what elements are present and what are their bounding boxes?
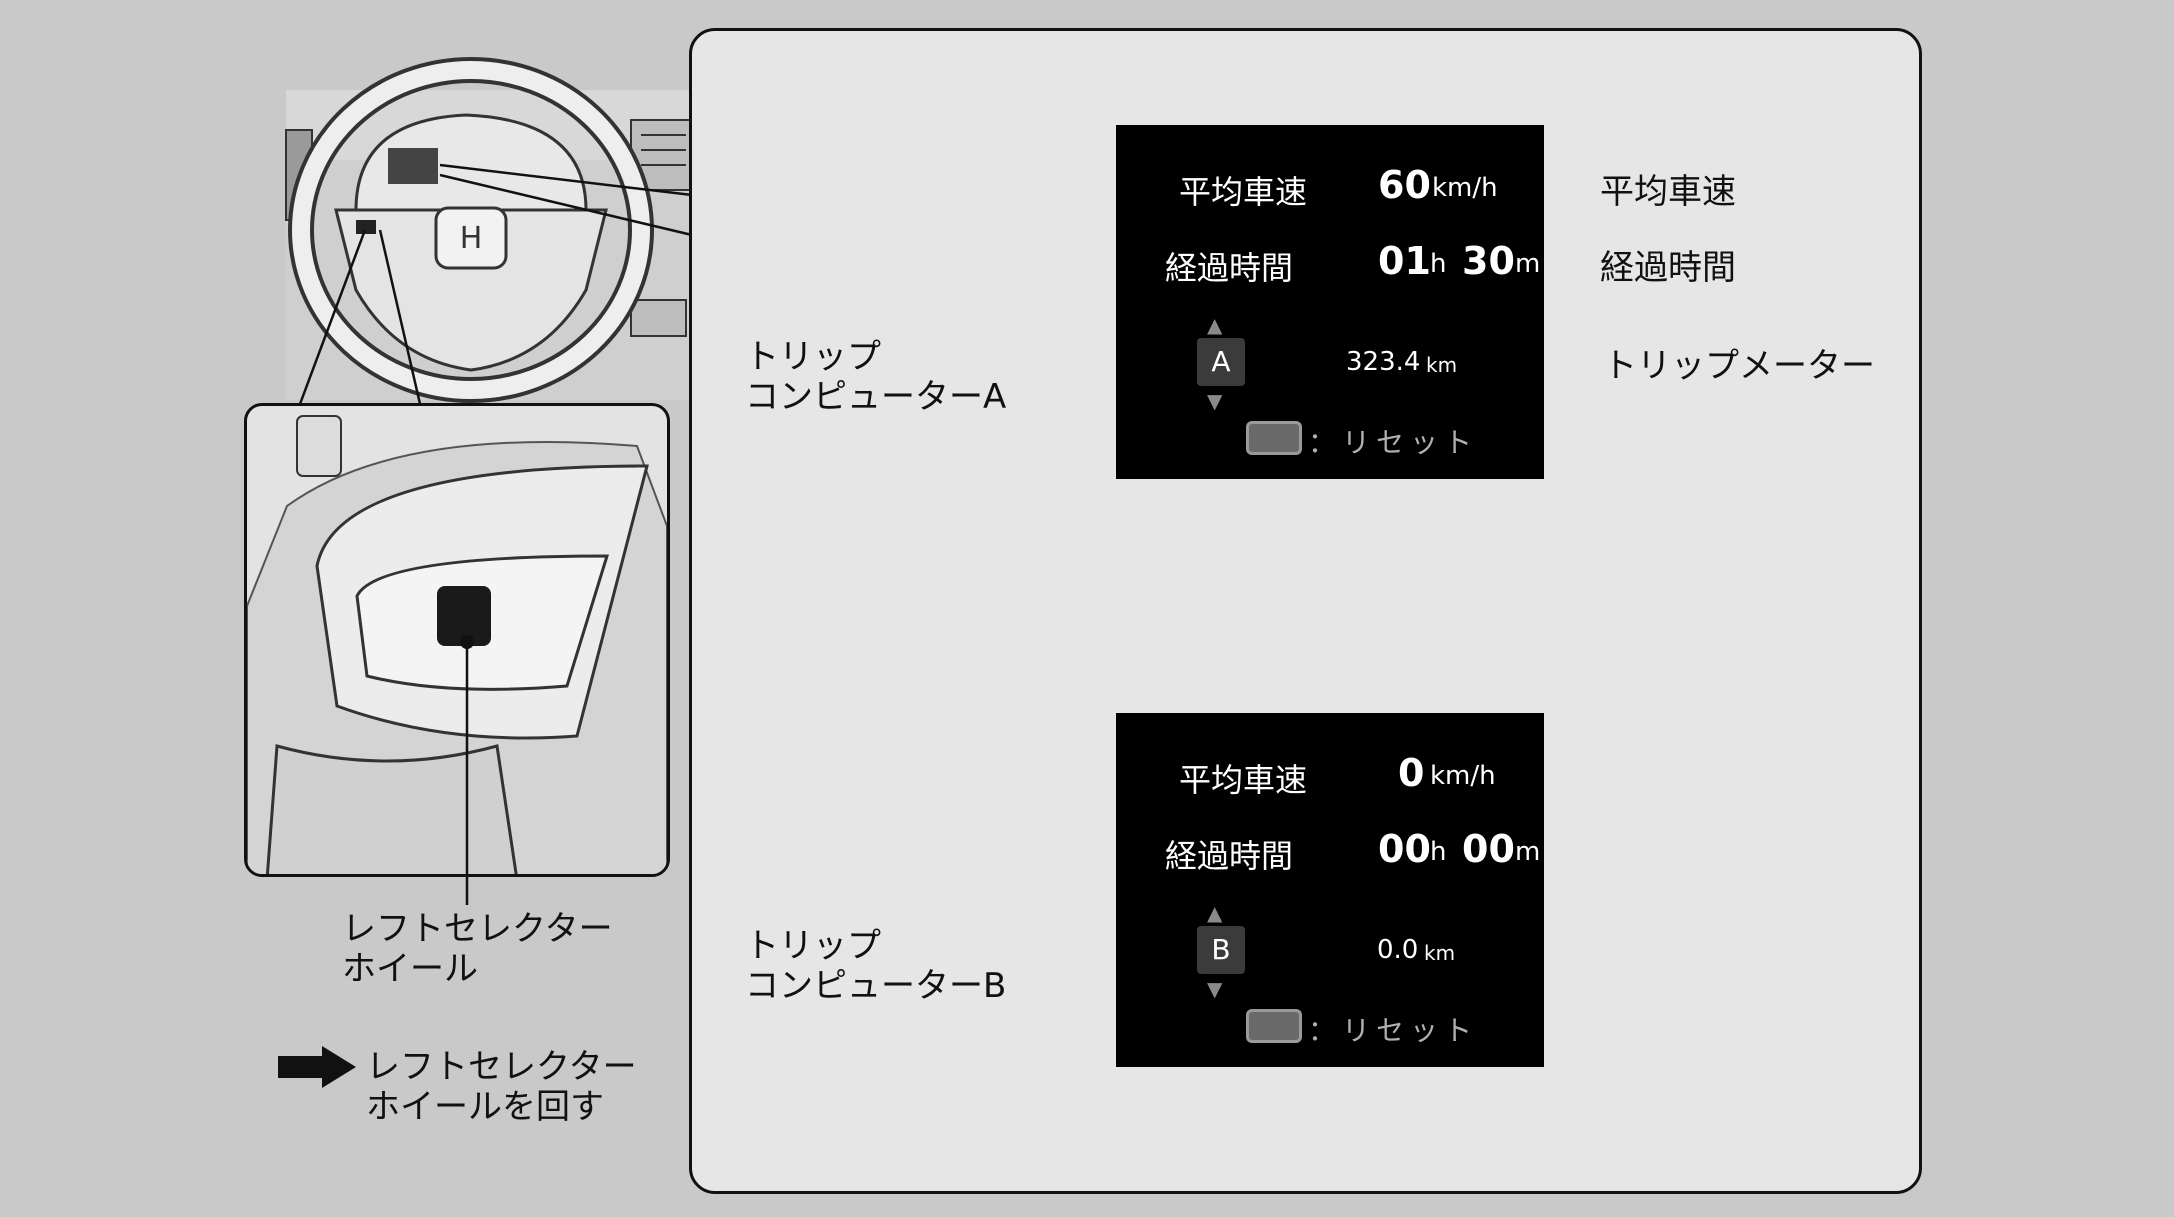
down-triangle-icon: ▼ bbox=[1207, 389, 1223, 413]
avg-speed-callout: 平均車速 bbox=[1600, 172, 1736, 212]
trip-computer-screen-a: 平均車速 60 km/h 経過時間 01 h 30 m ▲ A ▼ 323.4 … bbox=[1116, 125, 1544, 479]
elapsed-hours: 01 bbox=[1378, 239, 1431, 283]
steering-spoke-drawing bbox=[247, 415, 667, 874]
selector-wheel-zoom bbox=[244, 403, 670, 877]
trip-computer-b-label: トリップ コンピューターB bbox=[745, 926, 1007, 1006]
trip-badge: B bbox=[1197, 926, 1245, 974]
avg-speed-unit: km/h bbox=[1430, 761, 1496, 791]
elapsed-hours: 00 bbox=[1378, 827, 1431, 871]
up-triangle-icon: ▲ bbox=[1207, 313, 1223, 337]
dashboard-illustration: H bbox=[285, 57, 692, 403]
legend-text: レフトセレクター ホイールを回す bbox=[366, 1047, 637, 1127]
trip-value: 323.4 bbox=[1346, 347, 1421, 377]
reset-label: ：リセット bbox=[1308, 426, 1479, 459]
avg-speed-label: 平均車速 bbox=[1179, 761, 1308, 799]
trip-value: 0.0 bbox=[1377, 935, 1419, 965]
trip-computer-screen-b: 平均車速 0 km/h 経過時間 00 h 00 m ▲ B ▼ 0.0 km … bbox=[1116, 713, 1544, 1067]
rotate-arrow-icon bbox=[278, 1046, 356, 1088]
avg-speed-unit: km/h bbox=[1432, 173, 1498, 203]
elapsed-h-unit: h bbox=[1430, 249, 1447, 279]
reset-button-icon bbox=[1246, 421, 1302, 455]
trip-unit: km bbox=[1424, 941, 1456, 965]
trip-badge: A bbox=[1197, 338, 1245, 386]
elapsed-minutes: 30 bbox=[1462, 239, 1515, 283]
elapsed-minutes: 00 bbox=[1462, 827, 1515, 871]
trip-meter-callout: トリップメーター bbox=[1603, 346, 1875, 386]
avg-speed-value: 0 bbox=[1398, 751, 1425, 795]
down-triangle-icon: ▼ bbox=[1207, 977, 1223, 1001]
elapsed-time-callout: 経過時間 bbox=[1600, 248, 1736, 288]
elapsed-label: 経過時間 bbox=[1165, 837, 1294, 875]
elapsed-h-unit: h bbox=[1430, 837, 1447, 867]
elapsed-m-unit: m bbox=[1515, 249, 1541, 279]
steering-wheel-drawing: H bbox=[285, 57, 692, 403]
reset-button-icon bbox=[1246, 1009, 1302, 1043]
up-triangle-icon: ▲ bbox=[1207, 901, 1223, 925]
trip-unit: km bbox=[1426, 353, 1458, 377]
reset-label: ：リセット bbox=[1308, 1014, 1479, 1047]
elapsed-m-unit: m bbox=[1515, 837, 1541, 867]
selector-wheel-label: レフトセレクター ホイール bbox=[342, 909, 613, 989]
trip-computer-a-label: トリップ コンピューターA bbox=[745, 337, 1007, 417]
avg-speed-label: 平均車速 bbox=[1179, 173, 1308, 211]
avg-speed-value: 60 bbox=[1378, 163, 1431, 207]
svg-text:H: H bbox=[460, 221, 483, 256]
elapsed-label: 経過時間 bbox=[1165, 249, 1294, 287]
